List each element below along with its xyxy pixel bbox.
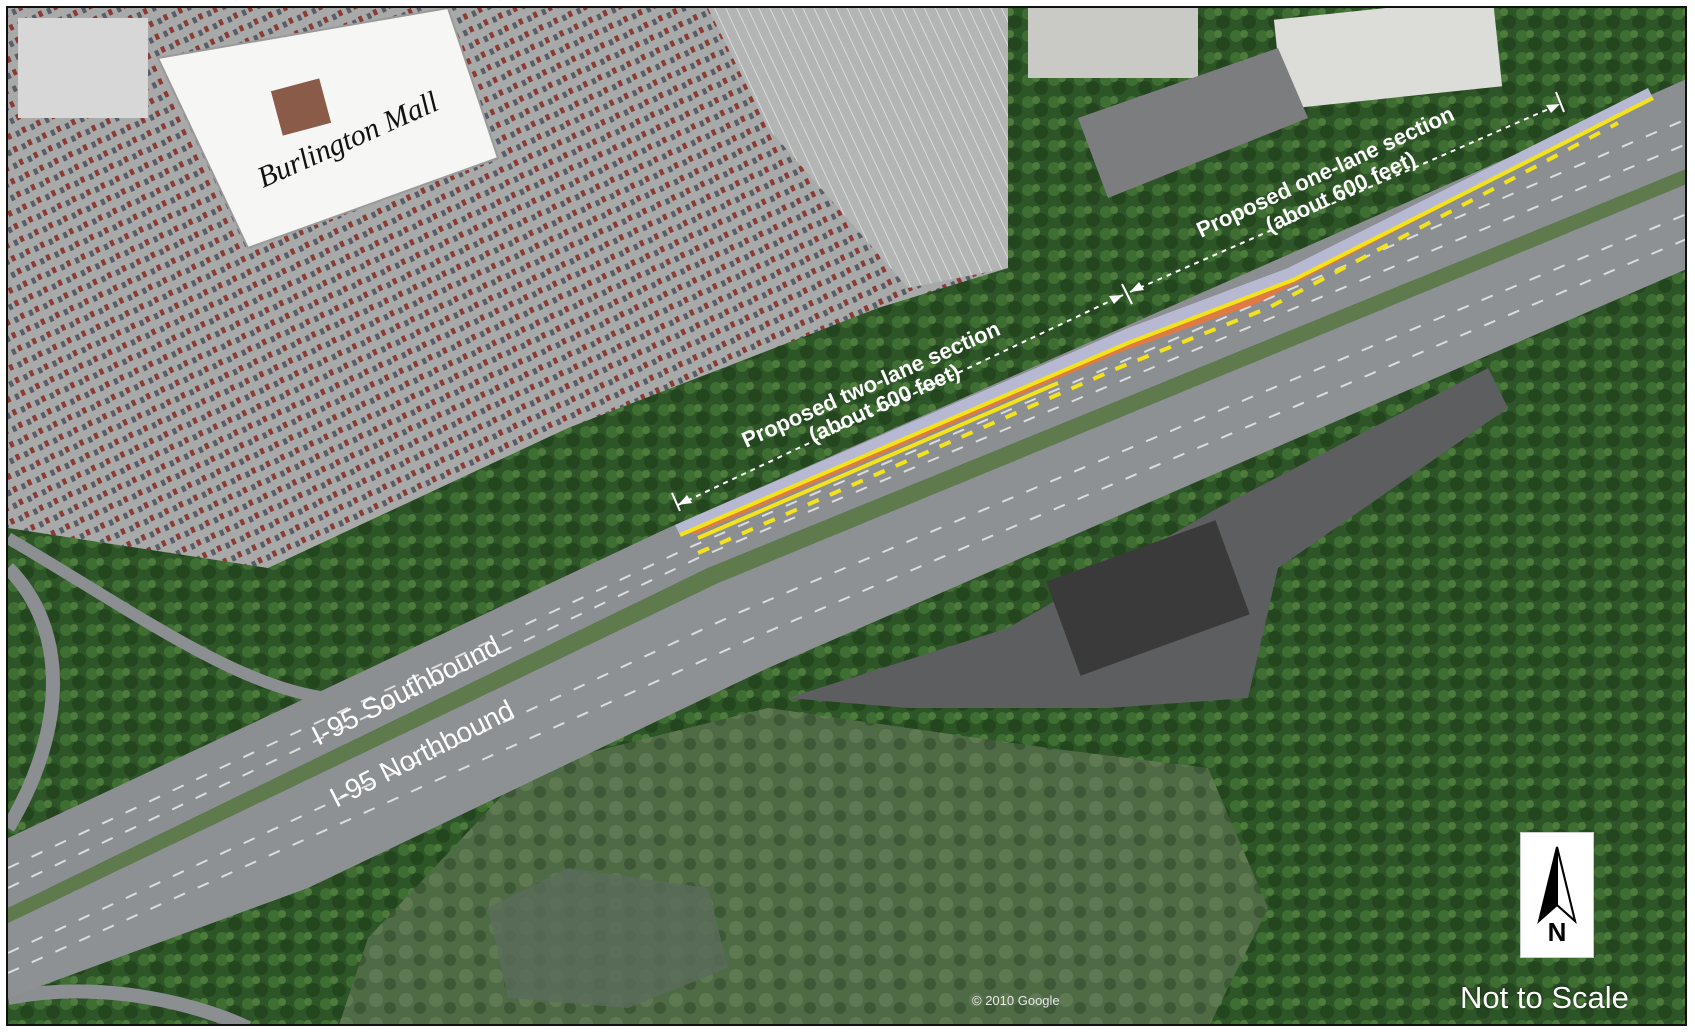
lane-dashes-sb2 — [8, 143, 1685, 889]
mall-building-annex — [18, 18, 148, 118]
proposed-lane-edge — [679, 96, 1654, 537]
i95-median — [8, 169, 1685, 923]
proposed-shoulder — [675, 88, 1653, 535]
north-arrow-box: N — [1520, 832, 1594, 958]
lane-dashes-nb2 — [8, 238, 1685, 974]
lane-dashes-nb — [8, 213, 1685, 954]
proposed-lane-inner — [697, 381, 1059, 540]
mall-parking-stripes — [708, 8, 1008, 288]
i95-northbound-roadway — [8, 184, 1685, 998]
mall-building — [156, 8, 500, 250]
aerial-map: Burlington Mall Proposed two-lane sectio… — [8, 8, 1685, 1024]
restaurant-building — [1046, 520, 1250, 676]
wetland-water — [488, 868, 728, 1008]
ramp-left — [8, 563, 60, 832]
two-lane-dimension-arrow — [671, 294, 1124, 512]
north-letter: N — [1547, 917, 1567, 947]
scale-note: Not to Scale — [1460, 980, 1629, 1015]
one-lane-dimension-arrow — [1121, 91, 1565, 305]
restaurant-parking — [788, 368, 1508, 708]
ramp-upper — [8, 532, 329, 704]
office-parking — [1078, 48, 1308, 198]
office-building-2 — [1273, 8, 1503, 110]
office-building — [1028, 8, 1198, 78]
map-frame: Burlington Mall Proposed two-lane sectio… — [6, 6, 1687, 1026]
proposed-lane-dashed — [697, 121, 1619, 555]
ramp-lower — [8, 984, 252, 1024]
mall-roof-feature — [270, 78, 332, 136]
north-arrow-icon — [1537, 846, 1577, 924]
map-credit: © 2010 Google — [972, 993, 1060, 1008]
